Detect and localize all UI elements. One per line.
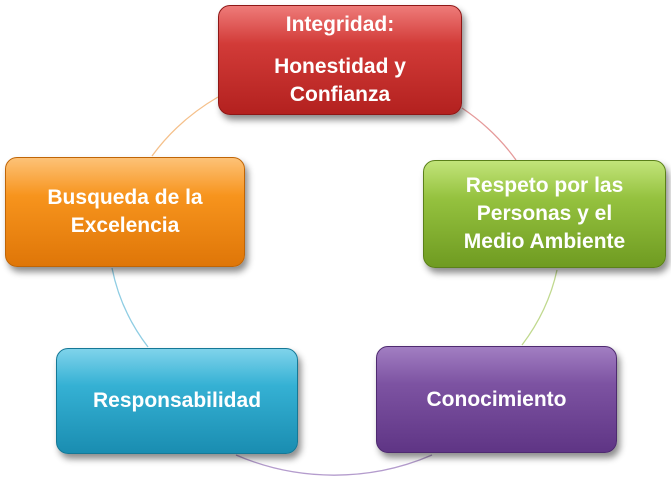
value-excelencia-line-1: Busqueda de la (47, 186, 203, 209)
value-respeto-line-2: Personas y el (476, 202, 613, 225)
connector-excelencia-integridad (151, 96, 219, 157)
value-responsabilidad: Responsabilidad (56, 348, 298, 454)
connector-responsabilidad-excelencia (111, 267, 149, 348)
value-respeto-line-1: Respeto por las (465, 174, 624, 197)
value-integridad-line-3: Confianza (289, 83, 391, 106)
connector-integridad-respeto (461, 107, 517, 161)
connector-conocimiento-responsabilidad (235, 454, 433, 476)
value-conocimiento: Conocimiento (376, 346, 617, 453)
value-integridad: Integridad: Honestidad y Confianza (218, 5, 462, 115)
connector-respeto-conocimiento (521, 269, 558, 346)
value-integridad-title: Integridad: (285, 13, 395, 36)
value-respeto-line-3: Medio Ambiente (463, 230, 626, 253)
value-responsabilidad-label: Responsabilidad (92, 389, 262, 412)
value-excelencia-line-2: Excelencia (70, 214, 180, 237)
value-excelencia: Busqueda de la Excelencia (5, 157, 245, 267)
value-conocimiento-label: Conocimiento (426, 387, 567, 411)
value-respeto: Respeto por las Personas y el Medio Ambi… (423, 160, 666, 268)
value-integridad-line-2: Honestidad y (274, 55, 406, 78)
